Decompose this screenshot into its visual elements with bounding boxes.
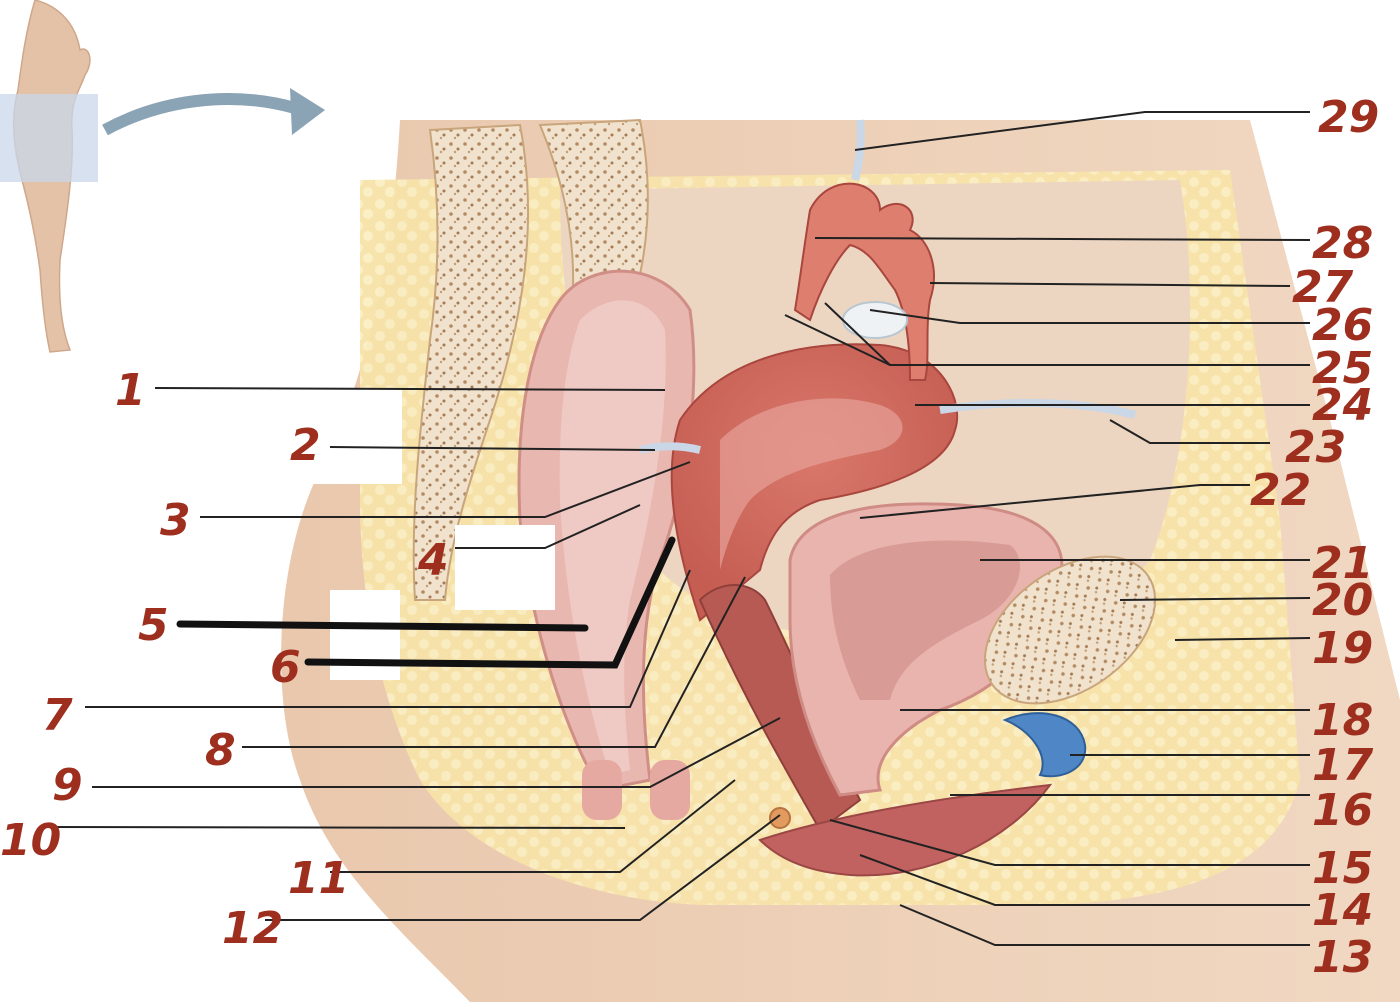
orientation-arrowhead <box>290 88 325 135</box>
label-27: 27 <box>1292 262 1354 313</box>
label-23: 23 <box>1285 422 1346 473</box>
ligament <box>939 399 1137 419</box>
label-20: 20 <box>1312 575 1373 626</box>
orientation-arrow <box>102 93 297 136</box>
pubic-bone <box>983 555 1157 705</box>
mask-patch <box>330 590 400 680</box>
label-3: 3 <box>160 495 191 546</box>
label-24: 24 <box>1312 380 1373 431</box>
label-7: 7 <box>42 690 73 741</box>
label-25: 25 <box>1312 343 1373 394</box>
labia <box>758 783 1053 877</box>
label-17: 17 <box>1312 740 1374 791</box>
anal-sphincter <box>582 760 690 820</box>
label-14: 14 <box>1312 885 1373 936</box>
clitoris <box>1002 712 1087 778</box>
label-29: 29 <box>1318 92 1379 143</box>
label-19: 19 <box>1312 623 1373 674</box>
label-6: 6 <box>270 642 301 693</box>
labels: 1 2 3 4 5 6 7 8 9 10 11 12 13 14 15 16 1… <box>0 92 1379 983</box>
mask-patch <box>290 388 402 484</box>
label-5: 5 <box>138 600 169 651</box>
label-18: 18 <box>1312 695 1373 746</box>
label-21: 21 <box>1312 538 1373 589</box>
label-2: 2 <box>290 420 321 471</box>
label-11: 11 <box>288 853 349 904</box>
label-10: 10 <box>0 815 61 866</box>
label-16: 16 <box>1312 785 1373 836</box>
uterus <box>670 343 959 622</box>
mask-patch <box>455 525 555 610</box>
label-28: 28 <box>1312 218 1373 269</box>
greater-vestibular-gland <box>769 807 791 829</box>
leader-lines <box>44 111 1311 946</box>
ligament-left <box>639 442 701 454</box>
uterine-tube-and-ovary <box>793 182 935 381</box>
label-1: 1 <box>115 365 146 416</box>
label-22: 22 <box>1250 465 1311 516</box>
label-4: 4 <box>417 535 449 586</box>
label-8: 8 <box>205 725 236 776</box>
orientation-figure <box>0 0 98 353</box>
label-9: 9 <box>52 760 83 811</box>
label-12: 12 <box>222 903 283 954</box>
rectum <box>517 269 696 792</box>
label-15: 15 <box>1312 843 1373 894</box>
label-26: 26 <box>1312 300 1373 351</box>
label-13: 13 <box>1312 932 1373 983</box>
